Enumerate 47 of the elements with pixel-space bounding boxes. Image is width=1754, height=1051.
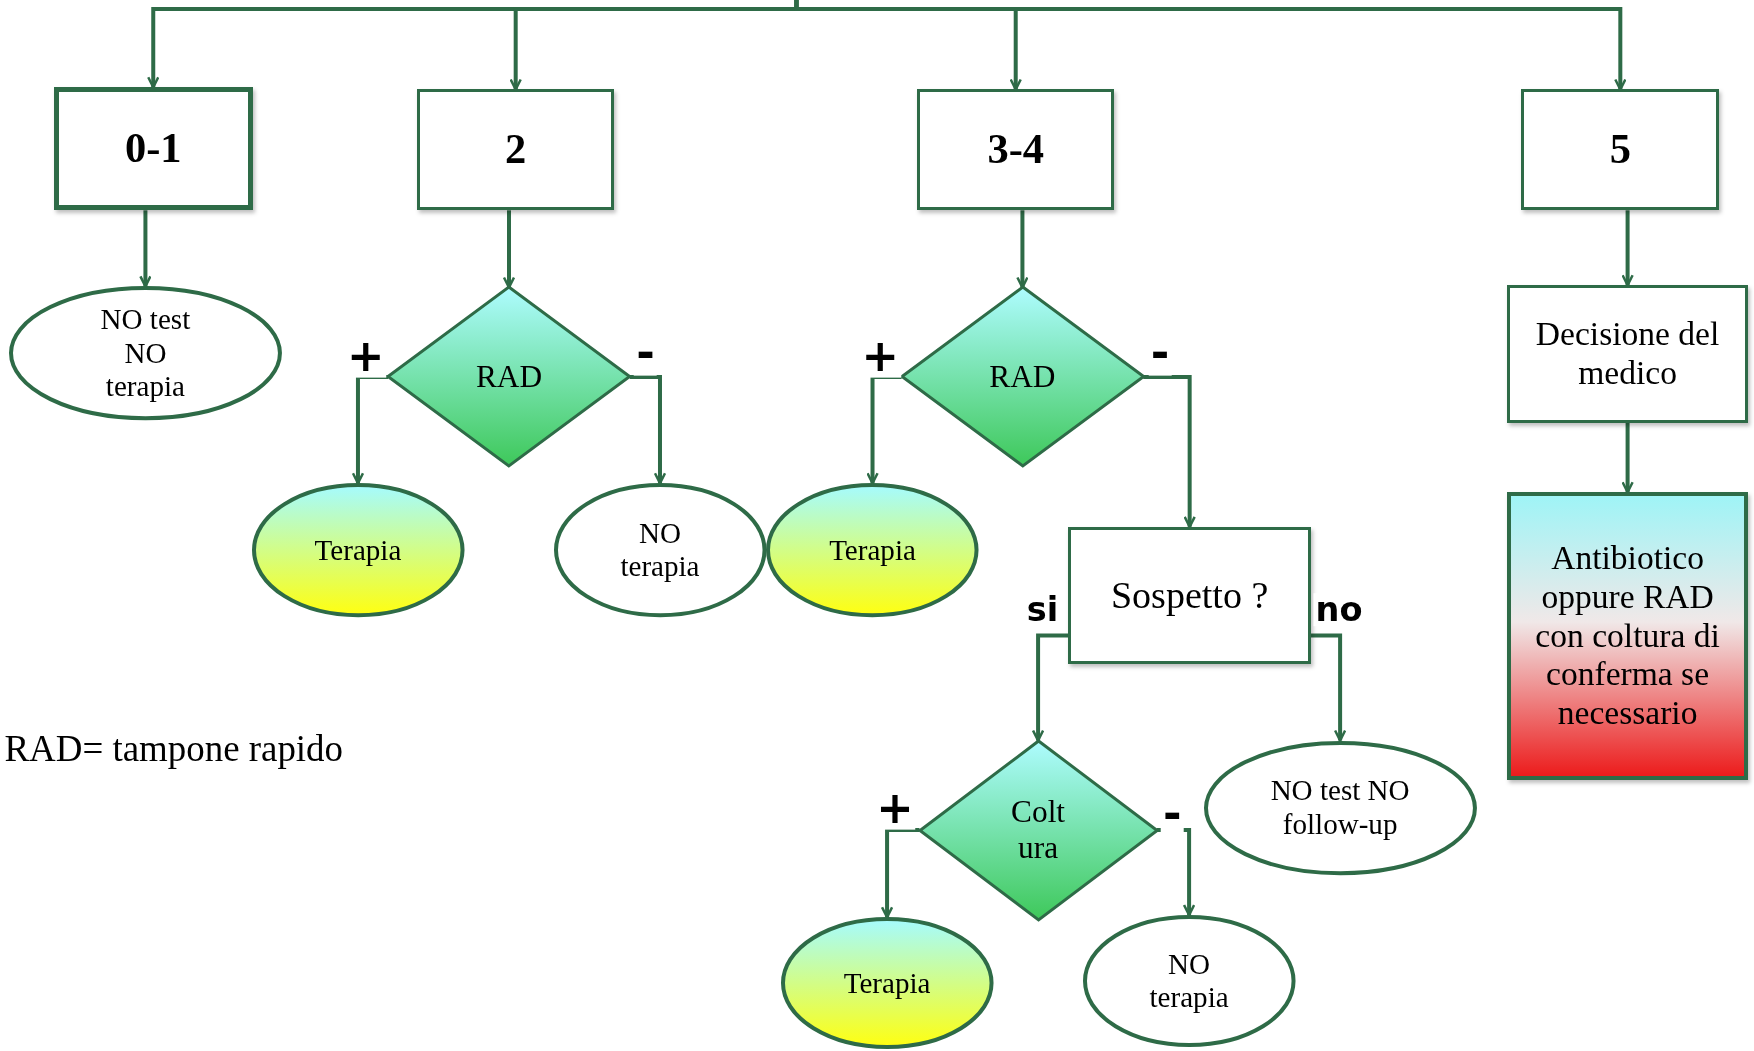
arrow	[351, 375, 389, 485]
process-box	[417, 89, 615, 211]
outcome-ellipse	[1082, 915, 1296, 1047]
arrow	[1621, 210, 1634, 287]
decision-diamond	[919, 740, 1157, 920]
process-box	[1521, 89, 1720, 211]
legend-note: RAD= tampone rapido	[4, 727, 344, 771]
node-text: Colt ura	[1010, 794, 1067, 866]
arrow	[1311, 633, 1347, 742]
node-text: NO test NO follow-up	[1269, 774, 1411, 842]
node-text: RAD	[989, 358, 1056, 395]
outcome-ellipse	[8, 286, 282, 421]
node-text: Sospetto ?	[1110, 573, 1269, 618]
decision-diamond	[388, 287, 630, 467]
therapy-ellipse	[251, 483, 465, 618]
node-text: Decisione del medico	[1534, 315, 1721, 393]
arrow	[794, 0, 1627, 91]
node-text: Terapia	[829, 533, 916, 568]
process-box	[1068, 526, 1311, 665]
node-text: NO test NO terapia	[99, 303, 192, 404]
outcome-ellipse	[1203, 740, 1477, 875]
therapy-ellipse	[780, 917, 994, 1050]
arrow	[629, 375, 667, 485]
node-text: Terapia	[314, 533, 402, 568]
outcome-box	[1506, 492, 1749, 780]
process-box	[1506, 285, 1749, 423]
arrow	[1621, 422, 1634, 494]
arrow	[1143, 375, 1196, 529]
arrow	[1016, 210, 1029, 289]
node-text: NO terapia	[619, 516, 701, 584]
arrow	[139, 210, 152, 288]
node-text: RAD	[475, 358, 542, 395]
node-text: Terapia	[843, 966, 931, 1000]
arrow	[502, 210, 516, 289]
process-box	[917, 89, 1115, 211]
arrow	[1031, 633, 1069, 742]
arrow	[880, 828, 920, 919]
node-text: NO terapia	[1148, 947, 1230, 1015]
score-label: 5	[1609, 125, 1631, 175]
score-label: 0-1	[124, 124, 182, 174]
process-box	[53, 87, 253, 211]
score-label: 3-4	[987, 125, 1045, 175]
outcome-ellipse	[553, 483, 767, 618]
score-label: 2	[505, 125, 527, 175]
therapy-ellipse	[766, 483, 979, 618]
node-text: Antibiotico oppure RAD con coltura di conferma se necessario	[1534, 539, 1721, 733]
decision-diamond	[901, 287, 1144, 467]
